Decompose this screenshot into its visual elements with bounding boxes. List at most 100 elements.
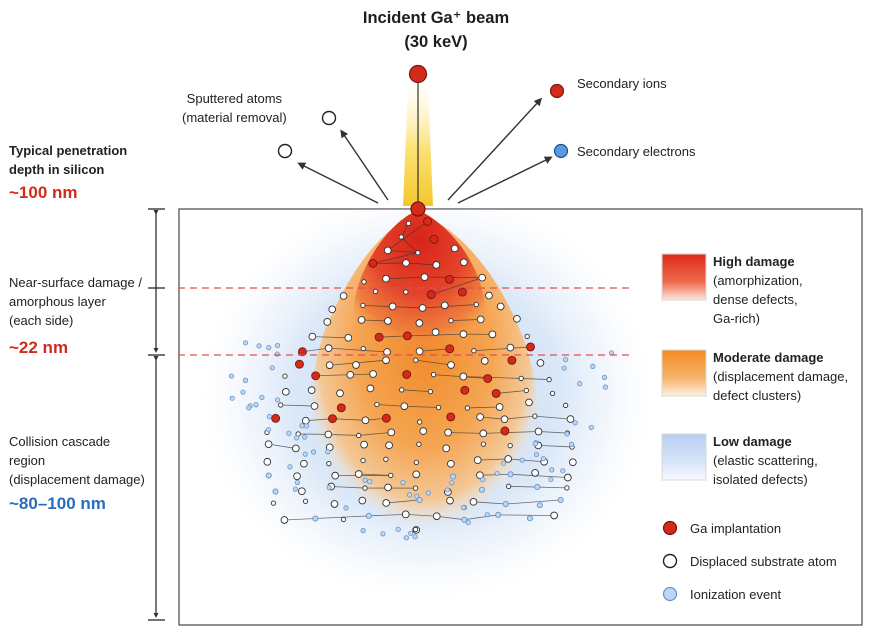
ionization-event	[408, 530, 414, 536]
ga-atom	[460, 385, 470, 395]
ionization-event	[303, 423, 310, 429]
displaced-atom	[403, 289, 409, 295]
displaced-atom	[325, 361, 334, 370]
displaced-atom	[488, 330, 497, 339]
displaced-atom	[469, 497, 478, 506]
displaced-atom	[549, 390, 556, 397]
legend-low-desc: (elastic scattering, isolated defects)	[713, 453, 818, 487]
cascade-track	[280, 404, 315, 407]
sputtered-atom-1	[321, 110, 337, 126]
displaced-atom	[280, 516, 289, 524]
cascade-track	[450, 319, 481, 322]
ionization-event	[265, 472, 272, 479]
legend-ga-label: Ga implantation	[690, 521, 782, 536]
displaced-atom	[263, 457, 272, 466]
displaced-atom	[495, 403, 504, 411]
cascade-track	[361, 319, 388, 322]
ionization-event	[312, 515, 319, 522]
ionization-event	[407, 492, 413, 498]
displaced-atom	[569, 458, 577, 467]
displaced-atom	[442, 444, 451, 453]
ga-atom	[328, 414, 337, 424]
ionization-event	[494, 470, 500, 477]
displaced-atom	[382, 499, 391, 507]
ionization-event	[302, 434, 308, 440]
cascade-value: ~80–100 nm	[9, 494, 106, 513]
ionization-event	[416, 496, 423, 504]
displaced-atom	[459, 372, 468, 381]
legend-ionization-label: Ionization event	[690, 587, 782, 602]
legend-low-swatch	[661, 433, 707, 481]
ionization-event	[310, 449, 317, 455]
displaced-atom	[427, 388, 434, 395]
cascade-track	[521, 378, 550, 380]
displaced-atom	[383, 246, 392, 255]
cascade-track	[405, 262, 437, 266]
displaced-atom	[476, 471, 484, 480]
displaced-atom	[417, 419, 423, 425]
displaced-atom	[500, 415, 509, 424]
ionization-event	[272, 488, 279, 495]
collision-cascade	[228, 217, 615, 541]
cascade-track	[305, 418, 333, 422]
ionization-event	[548, 476, 554, 483]
ionization-event	[495, 511, 502, 518]
displaced-atom	[360, 457, 366, 464]
ionization-event	[286, 430, 292, 436]
displaced-atom	[270, 500, 277, 506]
displaced-atom	[362, 485, 368, 491]
ionization-event	[403, 535, 409, 541]
cascade-track	[312, 336, 349, 339]
ionization-event	[274, 342, 281, 349]
ga-atom	[271, 413, 281, 423]
displaced-atom	[360, 345, 366, 352]
legend-displaced-dot	[662, 553, 678, 569]
displaced-atom	[356, 432, 362, 439]
displaced-atom	[326, 461, 332, 467]
displaced-atom	[471, 348, 477, 354]
displaced-atom	[464, 405, 471, 411]
displaced-atom	[479, 429, 488, 438]
cascade-track	[331, 486, 366, 489]
ionization-event	[253, 402, 259, 408]
displaced-atom	[476, 413, 484, 421]
cascade-track	[538, 444, 573, 448]
cascade-track	[498, 514, 555, 516]
displaced-atom	[485, 291, 493, 300]
displaced-atom	[366, 384, 375, 393]
displaced-atom	[531, 468, 539, 477]
displaced-atom	[473, 301, 479, 308]
displaced-atom	[430, 372, 437, 378]
ga-atom	[491, 388, 501, 398]
penetration-value: ~100 nm	[9, 183, 78, 202]
legend-high-swatch	[661, 253, 707, 301]
displaced-atom	[563, 473, 572, 482]
legend-high-desc: (amorphization, dense defects, Ga-rich)	[713, 273, 803, 326]
displaced-atom	[300, 459, 308, 468]
displaced-atom	[566, 415, 575, 423]
displaced-atom	[416, 441, 422, 447]
displaced-atom	[310, 402, 319, 410]
displaced-atom	[431, 328, 440, 336]
displaced-atom	[450, 244, 459, 253]
ionization-event	[572, 420, 578, 426]
ionization-event	[425, 490, 431, 496]
cascade-track	[473, 346, 531, 352]
displaced-atom	[473, 456, 482, 464]
displaced-atom	[388, 472, 394, 479]
ionization-event	[240, 389, 246, 395]
displaced-atom	[331, 471, 340, 480]
displaced-atom	[388, 302, 397, 311]
displaced-atom	[412, 470, 421, 479]
cascade-label: Collision cascade region (displacement d…	[9, 434, 145, 487]
ga-atom	[311, 371, 321, 381]
ionization-event	[400, 480, 406, 486]
displaced-atom	[459, 330, 468, 338]
displaced-atom	[278, 402, 284, 408]
ga-atom	[423, 217, 432, 226]
displaced-atom	[372, 288, 379, 295]
displaced-atom	[360, 302, 366, 309]
ionization-event	[484, 512, 490, 518]
displaced-atom	[385, 441, 393, 450]
displaced-atom	[401, 510, 410, 519]
